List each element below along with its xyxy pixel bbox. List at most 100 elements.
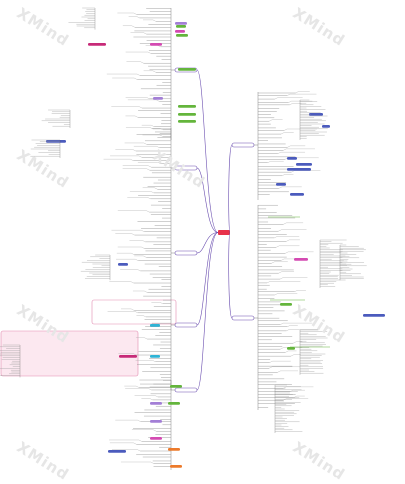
colored-topic-tag[interactable] — [287, 157, 297, 160]
subtopic-line — [142, 240, 146, 243]
colored-topic-tag[interactable] — [287, 347, 295, 350]
colored-topic-tag[interactable] — [309, 113, 323, 116]
subtopic-line — [150, 191, 154, 194]
subtopic-line — [156, 99, 160, 102]
subtopic-line — [133, 353, 137, 356]
colored-topic-tag[interactable] — [46, 140, 66, 143]
colored-topic-tag[interactable] — [150, 437, 162, 440]
branch-connector — [196, 69, 219, 233]
colored-topic-tag[interactable] — [363, 314, 385, 317]
subtopic-line — [154, 187, 158, 190]
colored-topic-tag[interactable] — [168, 448, 180, 451]
colored-topic-tag[interactable] — [119, 355, 137, 358]
subtopic-line — [152, 19, 157, 22]
subtopic-line — [286, 329, 290, 331]
colored-topic-tag[interactable] — [150, 420, 162, 423]
subtopic-line — [274, 293, 278, 296]
subtopic-line — [293, 341, 297, 344]
subtopic-line — [143, 255, 147, 258]
subtopic-line — [143, 32, 147, 35]
subtopic-line — [140, 61, 144, 64]
main-branch-topic[interactable] — [174, 322, 198, 328]
subtopic-line — [137, 269, 141, 272]
subtopic-line — [146, 97, 150, 99]
subtopic-line — [267, 161, 271, 163]
subtopic-line — [278, 229, 282, 232]
subtopic-line — [277, 152, 281, 154]
subtopic-line — [280, 347, 284, 350]
colored-topic-tag[interactable] — [296, 163, 312, 166]
subtopic-line — [278, 271, 282, 274]
subtopic-line — [136, 73, 141, 76]
colored-topic-tag[interactable] — [170, 385, 182, 388]
main-branch-topic[interactable] — [174, 387, 198, 393]
subtopic-line — [144, 290, 148, 293]
subtopic-line — [144, 337, 148, 340]
colored-topic-tag[interactable] — [287, 168, 311, 171]
colored-topic-tag[interactable] — [280, 303, 292, 306]
colored-topic-tag[interactable] — [150, 402, 162, 405]
colored-topic-tag[interactable] — [276, 183, 286, 186]
colored-topic-tag[interactable] — [290, 193, 304, 196]
colored-topic-tag[interactable] — [178, 68, 196, 71]
subtopic-line — [288, 100, 292, 103]
colored-topic-tag[interactable] — [175, 30, 185, 33]
subtopic-line — [138, 155, 142, 158]
subtopic-line — [283, 148, 287, 151]
subtopic-line — [157, 162, 161, 164]
main-branch-topic[interactable] — [174, 250, 198, 256]
colored-topic-tag[interactable] — [150, 43, 162, 46]
branch-connector — [228, 144, 233, 233]
subtopic-line — [147, 197, 151, 199]
subtopic-line — [290, 354, 294, 357]
colored-topic-tag[interactable] — [150, 355, 160, 358]
subtopic-line — [269, 366, 273, 369]
subtopic-line — [156, 146, 160, 148]
subtopic-line — [134, 311, 138, 313]
subtopic-line — [153, 429, 157, 432]
colored-topic-tag[interactable] — [170, 465, 182, 468]
main-branch-topic[interactable] — [231, 315, 255, 321]
colored-topic-tag[interactable] — [178, 120, 196, 123]
highlight-box — [0, 330, 139, 377]
subtopic-line — [150, 461, 154, 464]
subtopic-line — [132, 149, 136, 152]
colored-topic-tag[interactable] — [108, 450, 126, 453]
colored-topic-tag[interactable] — [176, 34, 188, 37]
main-branch-topic[interactable] — [231, 142, 255, 148]
subtopic-line — [269, 360, 273, 363]
subtopic-line — [139, 106, 143, 109]
subtopic-line — [276, 245, 280, 248]
colored-topic-tag[interactable] — [118, 263, 128, 266]
colored-topic-tag[interactable] — [322, 125, 330, 128]
colored-topic-tag[interactable] — [150, 324, 160, 327]
colored-topic-tag[interactable] — [178, 113, 196, 116]
subtopic-line — [287, 325, 291, 327]
subtopic-line — [146, 168, 150, 171]
colored-topic-tag[interactable] — [153, 97, 163, 100]
colored-topic-tag[interactable] — [178, 105, 196, 108]
subtopic-line — [148, 388, 152, 391]
main-branch-topic[interactable] — [174, 165, 198, 171]
subtopic-line — [159, 302, 163, 304]
highlight-box — [91, 299, 177, 325]
subtopic-line — [274, 97, 278, 100]
colored-topic-tag[interactable] — [168, 402, 180, 405]
subtopic-line — [131, 308, 135, 311]
subtopic-line — [284, 128, 288, 131]
subtopic-line — [285, 251, 289, 254]
subtopic-line — [287, 145, 291, 148]
subtopic-line — [135, 385, 140, 388]
subtopic-line — [280, 132, 285, 135]
central-topic[interactable] — [218, 230, 230, 235]
subtopic-line — [135, 115, 139, 118]
subtopic-line — [149, 127, 153, 130]
colored-topic-tag[interactable] — [294, 258, 308, 261]
subtopic-line — [159, 134, 163, 137]
colored-topic-tag[interactable] — [175, 22, 187, 25]
colored-topic-tag[interactable] — [88, 43, 106, 46]
colored-topic-tag[interactable] — [176, 25, 186, 28]
subtopic-line — [136, 16, 140, 19]
subtopic-line — [131, 233, 135, 236]
